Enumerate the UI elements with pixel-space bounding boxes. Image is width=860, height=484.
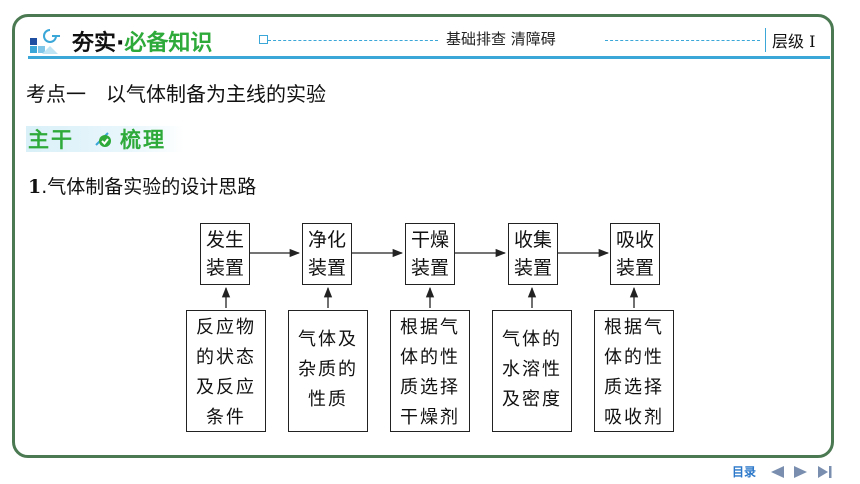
note-line: 水溶性 xyxy=(502,359,562,380)
section-label-main: 主干 xyxy=(28,128,74,152)
stage-line: 吸收 xyxy=(615,229,654,251)
last-icon[interactable] xyxy=(816,465,834,479)
note-line: 杂质的 xyxy=(298,359,358,380)
header-center-text: 基础排查 清障碍 xyxy=(446,30,556,48)
note-line: 体的性 xyxy=(400,347,460,368)
topic-title: 考点一 以气体制备为主线的实验 xyxy=(26,82,326,106)
stage-line: 装置 xyxy=(513,257,552,279)
stage-line: 装置 xyxy=(615,257,654,279)
point-title: 1.气体制备实验的设计思路 xyxy=(28,172,256,199)
note-absorption: 根据气 体的性 质选择 吸收剂 xyxy=(594,310,674,432)
header-title: 夯实·必备知识 xyxy=(72,25,212,57)
note-line: 干燥剂 xyxy=(400,407,460,428)
point-text: .气体制备实验的设计思路 xyxy=(41,176,257,198)
note-drying: 根据气 体的性 质选择 干燥剂 xyxy=(390,310,470,432)
header-underline xyxy=(28,56,830,59)
title-part1: 夯实 xyxy=(72,31,117,56)
note-collection: 气体的 水溶性 及密度 xyxy=(492,310,572,432)
next-icon[interactable] xyxy=(792,465,810,479)
stage-purification: 净化 装置 xyxy=(302,223,352,285)
note-line: 性质 xyxy=(308,389,348,410)
stage-collection: 收集 装置 xyxy=(508,223,558,285)
stage-line: 收集 xyxy=(513,229,552,251)
note-line: 气体及 xyxy=(298,329,358,350)
note-line: 吸收剂 xyxy=(604,407,664,428)
title-separator: · xyxy=(116,31,125,56)
level-label: 层级 Ⅰ xyxy=(765,28,815,52)
dash-line-left xyxy=(268,40,438,41)
section-badge: 主干 梳理 xyxy=(26,122,186,154)
dash-line-right xyxy=(605,40,760,41)
header: 夯实·必备知识 基础排查 清障碍 层级 Ⅰ xyxy=(28,22,838,56)
note-line: 条件 xyxy=(206,407,246,428)
note-line: 体的性 xyxy=(604,347,664,368)
stage-line: 装置 xyxy=(307,257,346,279)
note-line: 根据气 xyxy=(400,317,460,338)
stage-absorption: 吸收 装置 xyxy=(610,223,660,285)
stage-drying: 干燥 装置 xyxy=(405,223,455,285)
toc-link[interactable]: 目录 xyxy=(732,465,757,479)
stage-line: 发生 xyxy=(205,229,244,251)
point-number: 1 xyxy=(28,176,42,198)
note-line: 及密度 xyxy=(502,389,562,410)
section-label-sub: 梳理 xyxy=(120,128,166,152)
title-part2: 必备知识 xyxy=(124,31,213,56)
note-line: 气体的 xyxy=(502,329,562,350)
prev-icon[interactable] xyxy=(768,465,786,479)
stage-line: 干燥 xyxy=(410,229,449,251)
logo-icon xyxy=(30,29,60,54)
note-line: 根据气 xyxy=(604,317,664,338)
note-line: 及反应 xyxy=(196,377,256,398)
stage-line: 净化 xyxy=(307,229,346,251)
note-purification: 气体及 杂质的 性质 xyxy=(288,310,368,432)
note-line: 质选择 xyxy=(400,377,460,398)
note-line: 质选择 xyxy=(604,377,664,398)
stage-line: 装置 xyxy=(410,257,449,279)
note-line: 反应物 xyxy=(196,317,256,338)
dash-marker xyxy=(259,35,268,44)
stage-line: 装置 xyxy=(205,257,244,279)
stage-generation: 发生 装置 xyxy=(200,223,250,285)
leaf-check-icon xyxy=(95,132,111,147)
note-generation: 反应物 的状态 及反应 条件 xyxy=(186,310,266,432)
note-line: 的状态 xyxy=(196,347,256,368)
